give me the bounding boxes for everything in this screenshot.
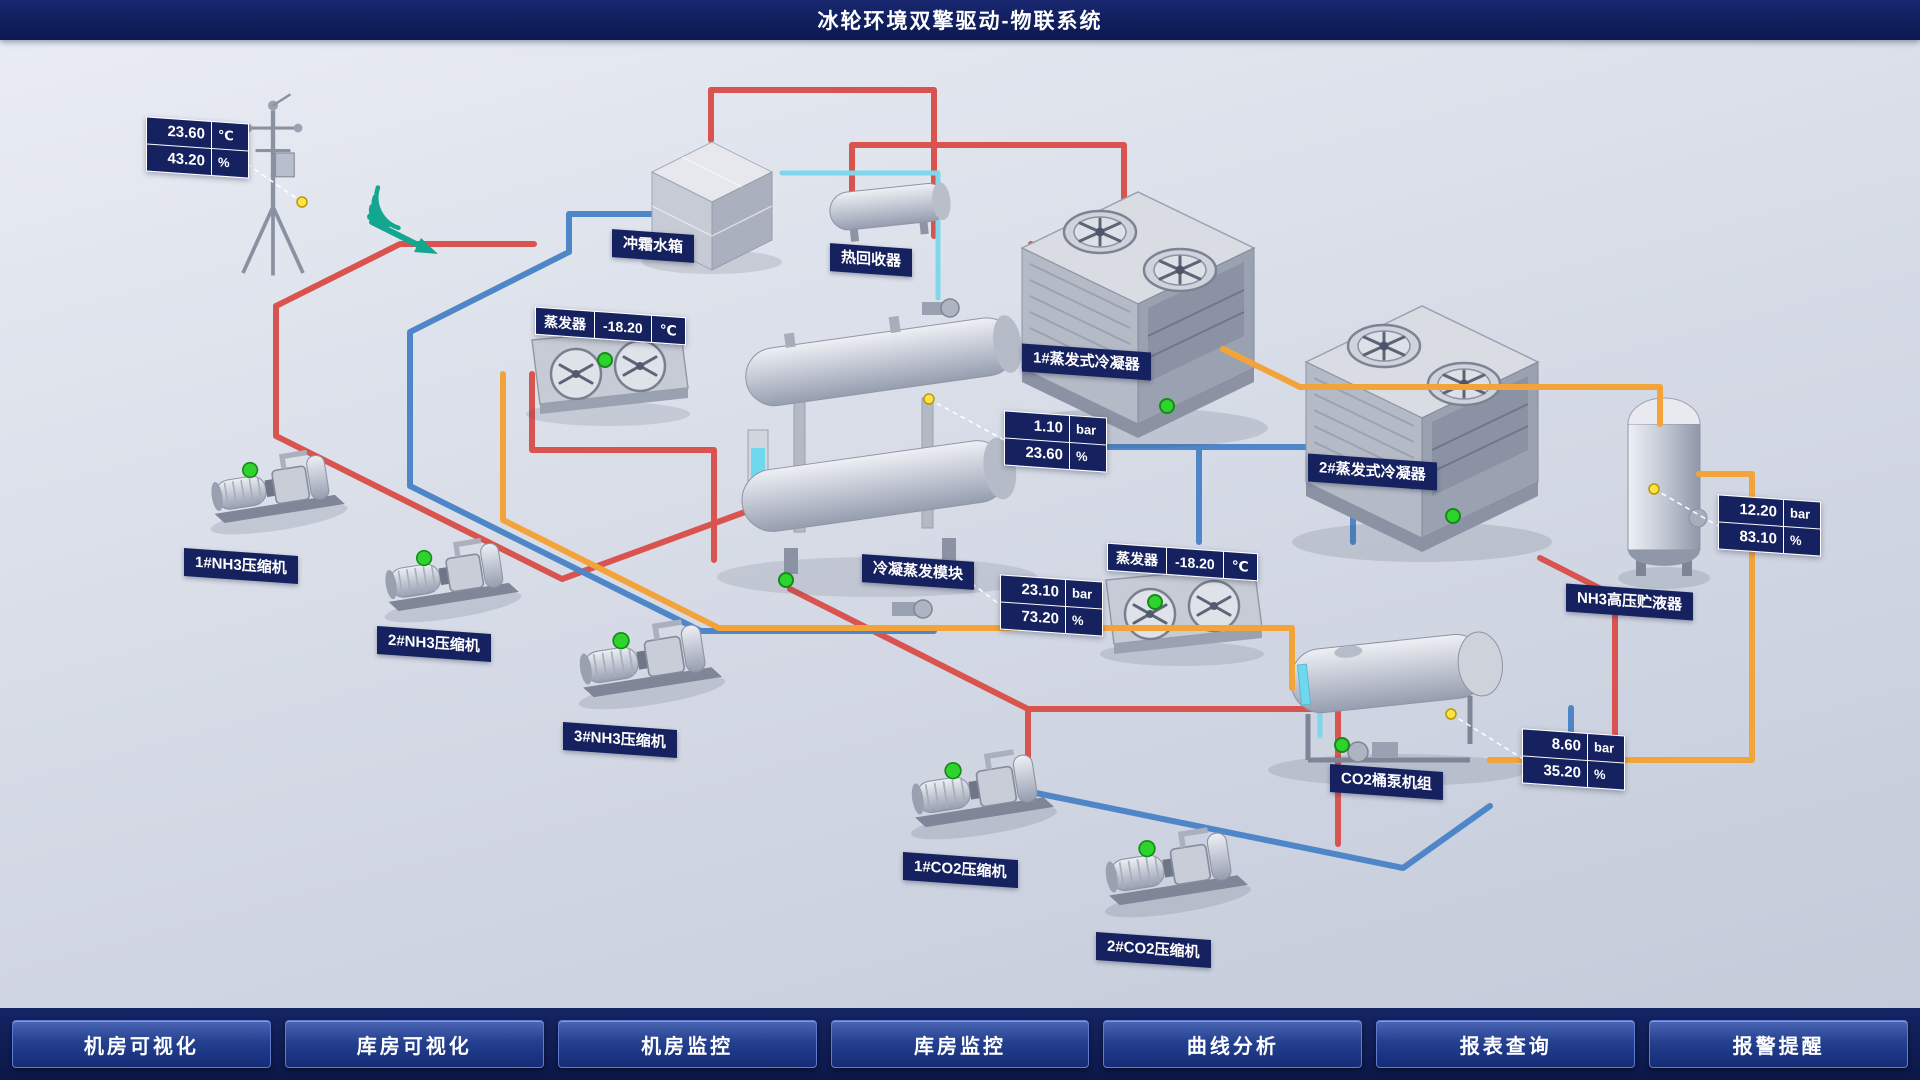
nav-machine-room-monitor[interactable]: 机房监控 bbox=[557, 1020, 817, 1068]
receiver-pressure: 12.20 bbox=[1719, 495, 1783, 526]
module-lower-pressure: 23.10 bbox=[1001, 575, 1065, 606]
nav-curve-analysis[interactable]: 曲线分析 bbox=[1103, 1020, 1363, 1068]
weather-callout: 23.60 ℃ 43.20 % bbox=[146, 116, 249, 179]
label-defrost-tank: 冲霜水箱 bbox=[612, 229, 695, 263]
bottom-nav: 机房可视化 库房可视化 机房监控 库房监控 曲线分析 报表查询 报警提醒 bbox=[0, 1008, 1920, 1080]
status-dots bbox=[597, 352, 1461, 753]
module-lower-callout: 23.10 bar 73.20 % bbox=[1000, 574, 1103, 637]
weather-humidity-unit: % bbox=[212, 149, 248, 178]
wifi-signal-icon bbox=[367, 185, 401, 231]
nh3-receiver-callout: 12.20 bar 83.10 % bbox=[1718, 494, 1821, 557]
evaporator-right-name: 蒸发器 bbox=[1108, 543, 1166, 574]
co2-compressor-2-graphic[interactable] bbox=[1095, 825, 1253, 924]
receiver-pressure-unit: bar bbox=[1784, 500, 1820, 529]
module-lower-pressure-unit: bar bbox=[1066, 580, 1102, 609]
evaporator-right-temp: -18.20 bbox=[1167, 547, 1223, 578]
condenser-1-graphic[interactable] bbox=[1008, 192, 1268, 448]
small-pump-graphic bbox=[922, 298, 960, 318]
co2-pump-callout: 8.60 bar 35.20 % bbox=[1522, 728, 1625, 791]
label-heat-recovery: 热回收器 bbox=[830, 243, 913, 277]
receiver-level-unit: % bbox=[1784, 527, 1820, 556]
module-lower-level-unit: % bbox=[1066, 607, 1102, 636]
evaporator-left-temp-unit: ℃ bbox=[651, 315, 685, 345]
receiver-level: 83.10 bbox=[1719, 522, 1783, 553]
nav-alarm-reminder[interactable]: 报警提醒 bbox=[1649, 1020, 1909, 1068]
weather-humidity-value: 43.20 bbox=[147, 144, 211, 175]
evaporator-left-temp: -18.20 bbox=[595, 311, 651, 342]
weather-temp-unit: ℃ bbox=[212, 122, 248, 151]
nav-report-query[interactable]: 报表查询 bbox=[1376, 1020, 1636, 1068]
module-upper-callout: 1.10 bar 23.60 % bbox=[1004, 410, 1107, 473]
co2-compressor-1-graphic[interactable] bbox=[901, 747, 1059, 846]
module-upper-level-unit: % bbox=[1070, 443, 1106, 472]
nh3-receiver-graphic[interactable] bbox=[1618, 397, 1710, 589]
co2-pump-level: 35.20 bbox=[1523, 756, 1587, 787]
module-lower-level: 73.20 bbox=[1001, 602, 1065, 633]
module-upper-pressure-unit: bar bbox=[1070, 416, 1106, 445]
page-title: 冰轮环境双擎驱动-物联系统 bbox=[817, 10, 1103, 33]
cond-evap-module-graphic[interactable] bbox=[717, 299, 1037, 619]
weather-station-graphic[interactable] bbox=[241, 93, 305, 276]
heat-recovery-graphic[interactable] bbox=[828, 181, 954, 243]
nav-warehouse-visual[interactable]: 库房可视化 bbox=[284, 1020, 544, 1068]
module-upper-pressure: 1.10 bbox=[1005, 411, 1069, 442]
header-bar: 冰轮环境双擎驱动-物联系统 bbox=[0, 0, 1920, 40]
co2-pump-unit-graphic[interactable] bbox=[1268, 630, 1528, 786]
co2-pump-level-unit: % bbox=[1588, 761, 1624, 790]
flow-arrow-icon bbox=[369, 219, 438, 254]
nav-warehouse-monitor[interactable]: 库房监控 bbox=[830, 1020, 1090, 1068]
condenser-2-graphic[interactable] bbox=[1292, 306, 1552, 562]
evaporator-left-name: 蒸发器 bbox=[536, 307, 594, 338]
co2-pump-pressure-unit: bar bbox=[1588, 734, 1624, 763]
weather-temp-value: 23.60 bbox=[147, 117, 211, 148]
co2-pump-pressure: 8.60 bbox=[1523, 729, 1587, 760]
evaporator-right-temp-unit: ℃ bbox=[1223, 551, 1257, 581]
module-upper-level: 23.60 bbox=[1005, 438, 1069, 469]
nav-machine-room-visual[interactable]: 机房可视化 bbox=[12, 1020, 271, 1068]
evaporator-right-graphic[interactable] bbox=[1098, 564, 1266, 668]
